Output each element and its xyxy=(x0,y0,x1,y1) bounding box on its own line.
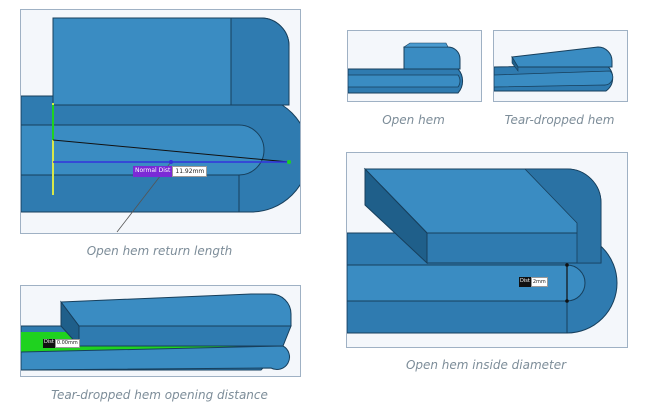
inside-diameter-value: 2mm xyxy=(530,277,548,287)
opening-distance-label: Dist xyxy=(43,339,55,348)
inside-diameter-tag: Dist 2mm xyxy=(519,277,548,287)
panel-tear-dropped-hem xyxy=(493,30,628,102)
tear-dropped-hem-illustration xyxy=(494,31,627,101)
caption-open-hem-inside-diameter: Open hem inside diameter xyxy=(405,358,567,372)
panel-open-hem-return-length: Normal Dist 11.92mm xyxy=(20,9,301,234)
normal-distance-label: Normal Dist xyxy=(133,166,173,177)
inside-diameter-label: Dist xyxy=(519,277,531,287)
caption-open-hem: Open hem xyxy=(382,113,445,127)
normal-distance-value: 11.92mm xyxy=(172,166,208,177)
panel-tear-dropped-opening-distance: Dist 0.00mm xyxy=(20,285,301,377)
tear-dropped-opening-illustration xyxy=(21,286,300,376)
caption-tear-dropped-opening-distance: Tear-dropped hem opening distance xyxy=(51,388,268,402)
opening-distance-tag: Dist 0.00mm xyxy=(43,339,80,348)
panel-open-hem xyxy=(347,30,482,102)
caption-open-hem-return-length: Open hem return length xyxy=(86,244,233,258)
caption-tear-dropped-hem: Tear-dropped hem xyxy=(504,113,615,127)
panel-open-hem-inside-diameter: Dist 2mm xyxy=(346,152,628,348)
open-hem-illustration xyxy=(348,31,481,101)
open-hem-return-length-illustration xyxy=(21,10,300,233)
open-hem-inside-diameter-illustration xyxy=(347,153,627,347)
opening-distance-value: 0.00mm xyxy=(54,339,80,348)
normal-distance-tag: Normal Dist 11.92mm xyxy=(133,166,208,177)
